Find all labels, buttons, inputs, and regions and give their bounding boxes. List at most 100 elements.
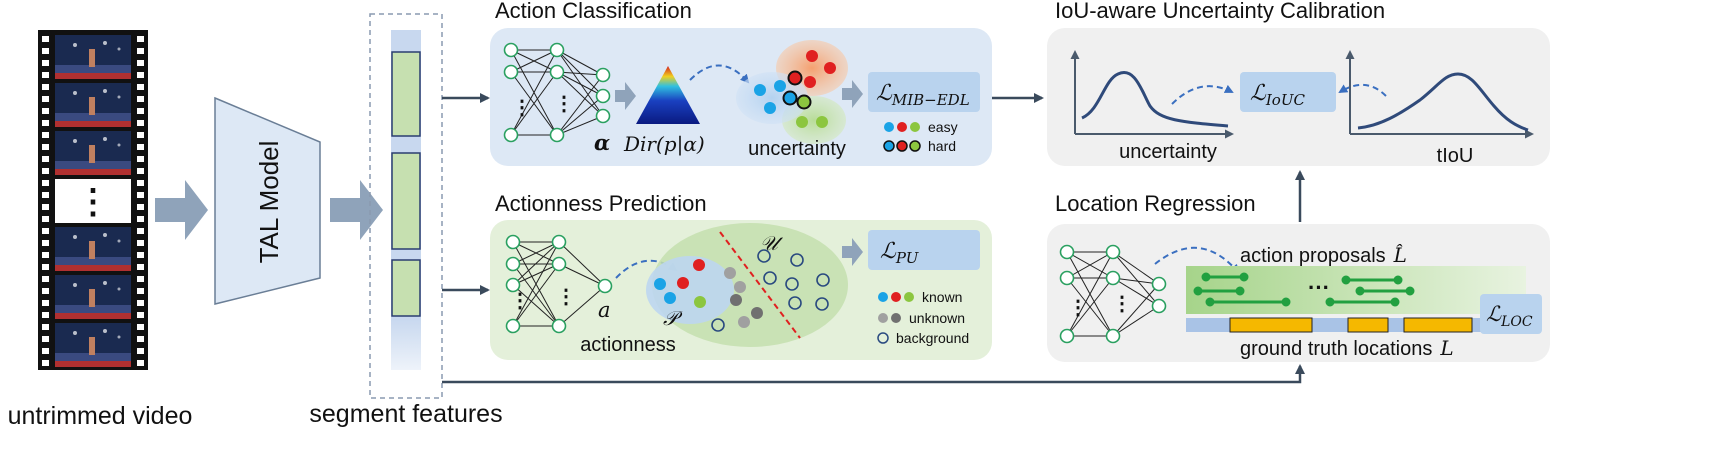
network-edge <box>1112 277 1160 307</box>
sprocket-hole <box>42 324 49 330</box>
network-edge <box>1112 251 1160 307</box>
segment-features-label: segment features <box>309 400 502 428</box>
feature-segment-1 <box>391 51 421 137</box>
proposal-endpoint <box>1325 297 1335 307</box>
sprocket-hole <box>137 300 144 306</box>
sprocket-hole <box>137 180 144 186</box>
classification-network <box>503 42 611 143</box>
network-edge <box>510 71 558 136</box>
loc-loss-label: ℒLOC <box>1486 302 1533 330</box>
sprocket-hole <box>42 252 49 258</box>
untrimmed-video-label: untrimmed video <box>8 402 193 430</box>
actionness-symbol: a <box>598 298 611 322</box>
regression-network <box>1059 244 1167 344</box>
network-edge <box>512 284 560 327</box>
proposal-segments <box>1193 272 1415 307</box>
sprocket-hole <box>137 96 144 102</box>
sprocket-hole <box>137 240 144 246</box>
iouc-loss-label: ℒIoUC <box>1250 81 1305 109</box>
sprocket-hole <box>42 216 49 222</box>
tiou-axis-label: tIoU <box>1437 145 1474 167</box>
legend-easy: easy <box>928 119 958 135</box>
sprocket-hole <box>42 48 49 54</box>
arrow-tiou-to-iouc <box>1338 84 1387 97</box>
sprocket-hole <box>137 48 144 54</box>
arrow-model-to-features <box>330 180 383 240</box>
feature-segment-2 <box>391 152 421 250</box>
proposal-endpoint <box>1235 286 1245 296</box>
sprocket-hole <box>42 276 49 282</box>
mib-edl-loss-box <box>868 72 980 112</box>
sprocket-hole <box>137 156 144 162</box>
network-node <box>505 256 521 272</box>
pu-loss-box <box>868 230 980 270</box>
network-edge <box>1066 277 1114 337</box>
dirichlet-label: Dir(p|α) <box>623 132 705 157</box>
sprocket-hole <box>42 144 49 150</box>
network-edge <box>510 49 558 73</box>
arrow-to-pu-loss <box>842 238 863 266</box>
tal-model-label: TAL Model <box>254 141 284 264</box>
gt-segment-1 <box>1229 317 1313 333</box>
network-node <box>549 127 565 143</box>
film-strip: ⋮ <box>38 30 148 370</box>
sprocket-hole <box>42 60 49 66</box>
proposal-endpoint <box>1393 275 1403 285</box>
network-edge <box>558 263 606 287</box>
uncertainty-clusters <box>736 40 848 144</box>
sprocket-hole <box>137 60 144 66</box>
proposal-endpoint <box>1355 286 1365 296</box>
alpha-symbol: α <box>594 130 610 155</box>
feature-segment-3 <box>391 259 421 317</box>
sprocket-hole <box>137 264 144 270</box>
sprocket-hole <box>137 348 144 354</box>
uncertainty-label: uncertainty <box>748 138 846 160</box>
network-edge <box>1112 283 1160 337</box>
proposal-endpoint <box>1281 297 1291 307</box>
sprocket-hole <box>42 312 49 318</box>
sprocket-hole <box>42 156 49 162</box>
network-edge <box>556 74 604 136</box>
sprocket-hole <box>137 228 144 234</box>
network-edge <box>558 285 606 327</box>
network-edge <box>512 263 560 286</box>
loc-loss-box <box>1480 294 1542 334</box>
network-edge <box>556 71 604 76</box>
network-node <box>1151 298 1167 314</box>
gt-segment-2 <box>1347 317 1389 333</box>
network-edge <box>512 241 560 265</box>
sprocket-hole <box>42 36 49 42</box>
legend-hard: hard <box>928 138 956 154</box>
network-edge <box>556 49 604 117</box>
network-edge <box>512 241 560 327</box>
network-edge <box>512 263 560 327</box>
network-node <box>1105 244 1121 260</box>
legend-background: background <box>896 330 969 346</box>
pu-clusters <box>646 223 848 347</box>
sprocket-hole <box>137 312 144 318</box>
gt-segment-3 <box>1403 317 1473 333</box>
network-node <box>503 64 519 80</box>
known-unknown-legend <box>877 292 914 344</box>
action-classification-title: Action Classification <box>495 0 692 23</box>
actionness-network <box>505 234 613 334</box>
arrow-to-proposals <box>1154 246 1240 274</box>
tal-model-block <box>214 96 321 305</box>
proposal-endpoint <box>1201 272 1211 282</box>
sprocket-hole <box>137 72 144 78</box>
sprocket-hole <box>137 84 144 90</box>
network-edge <box>1112 305 1160 337</box>
network-edge <box>510 49 558 136</box>
network-node <box>595 67 611 83</box>
arrow-video-to-model <box>155 180 208 240</box>
sprocket-hole <box>137 120 144 126</box>
proposal-endpoint <box>1390 297 1400 307</box>
network-edge <box>1066 251 1114 279</box>
network-node <box>1059 270 1075 286</box>
tiou-curve <box>1357 72 1529 132</box>
network-node <box>505 318 521 334</box>
sprocket-hole <box>137 36 144 42</box>
segment-features <box>369 13 443 399</box>
